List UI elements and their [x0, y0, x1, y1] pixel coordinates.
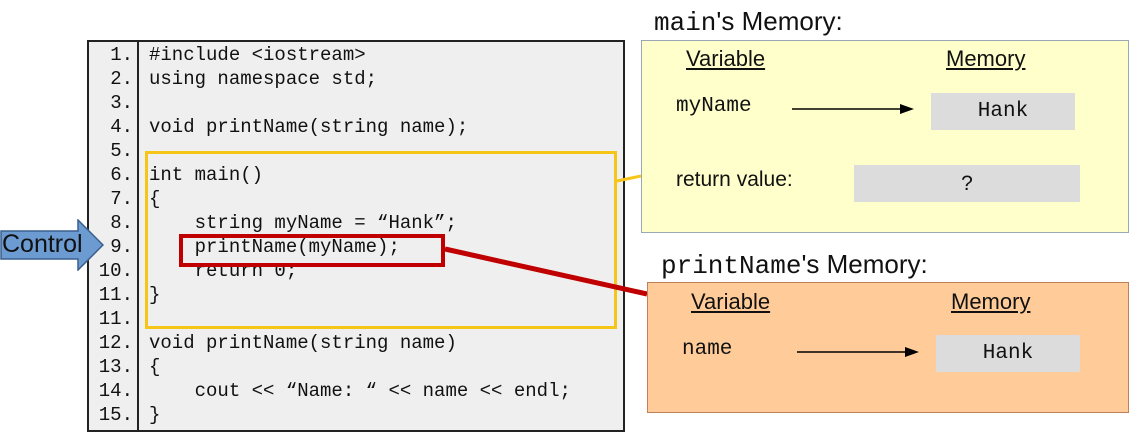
main-function-highlight	[145, 151, 617, 329]
arrow-right-icon	[797, 347, 919, 357]
line-number: 14.	[98, 380, 133, 402]
main-memory-title: main's Memory:	[654, 6, 843, 38]
arrow-right-icon	[792, 104, 914, 114]
printname-memory-title: printName's Memory:	[661, 249, 928, 281]
variable-name: myName	[676, 95, 752, 118]
line-number: 1.	[110, 44, 133, 66]
memory-header: Memory	[951, 289, 1031, 314]
variable-name: return value:	[676, 168, 793, 191]
line-number: 15.	[98, 404, 133, 426]
printname-memory-title-rest: 's Memory:	[801, 249, 928, 279]
memory-header: Memory	[946, 46, 1026, 71]
line-number: 5.	[110, 140, 133, 162]
code-line: {	[149, 356, 161, 378]
variable-header: Variable	[691, 289, 771, 314]
printname-memory-title-code: printName	[661, 251, 802, 281]
code-line: }	[149, 404, 161, 426]
code-line: {	[149, 188, 161, 210]
code-line: using namespace std;	[149, 68, 378, 90]
control-label: Control	[2, 230, 83, 258]
code-line: int main()	[149, 164, 264, 186]
code-line: #include <iostream>	[149, 44, 366, 66]
memory-cell: ?	[854, 165, 1080, 202]
memory-cell: Hank	[931, 93, 1075, 130]
line-number: 2.	[110, 68, 133, 90]
code-line: void printName(string name);	[149, 116, 469, 138]
main-memory-title-rest: 's Memory:	[716, 6, 843, 36]
memory-cell: Hank	[936, 335, 1080, 372]
code-line: cout << “Name: “ << name << endl;	[149, 380, 571, 402]
code-line: void printName(string name)	[149, 332, 457, 354]
line-number: 4.	[110, 116, 133, 138]
line-number: 13.	[98, 356, 133, 378]
line-number: 11.	[98, 284, 133, 306]
line-number: 12.	[98, 332, 133, 354]
control-arrow-icon	[0, 219, 104, 271]
code-line: string myName = “Hank”;	[149, 212, 457, 234]
line-number: 6.	[110, 164, 133, 186]
code-line: printName(myName);	[149, 236, 400, 258]
function-call-highlight	[179, 234, 445, 267]
line-number: 8.	[110, 212, 133, 234]
line-number: 3.	[110, 92, 133, 114]
printname-memory-panel: Variable Memory name Hank	[647, 282, 1129, 413]
line-number: 10.	[98, 260, 133, 282]
code-line: }	[149, 284, 161, 306]
variable-name: name	[682, 338, 733, 361]
main-memory-title-code: main	[654, 8, 717, 38]
line-number: 7.	[110, 188, 133, 210]
main-memory-panel: Variable Memory myName Hank return value…	[641, 40, 1129, 233]
variable-header: Variable	[686, 46, 766, 71]
code-panel: 1. 2. 3. 4. 5. 6. 7. 8. 9. 10. 11. 11. 1…	[87, 40, 625, 432]
line-number: 11.	[98, 308, 133, 330]
line-number: 9.	[110, 236, 133, 258]
line-number-gutter: 1. 2. 3. 4. 5. 6. 7. 8. 9. 10. 11. 11. 1…	[89, 42, 139, 430]
